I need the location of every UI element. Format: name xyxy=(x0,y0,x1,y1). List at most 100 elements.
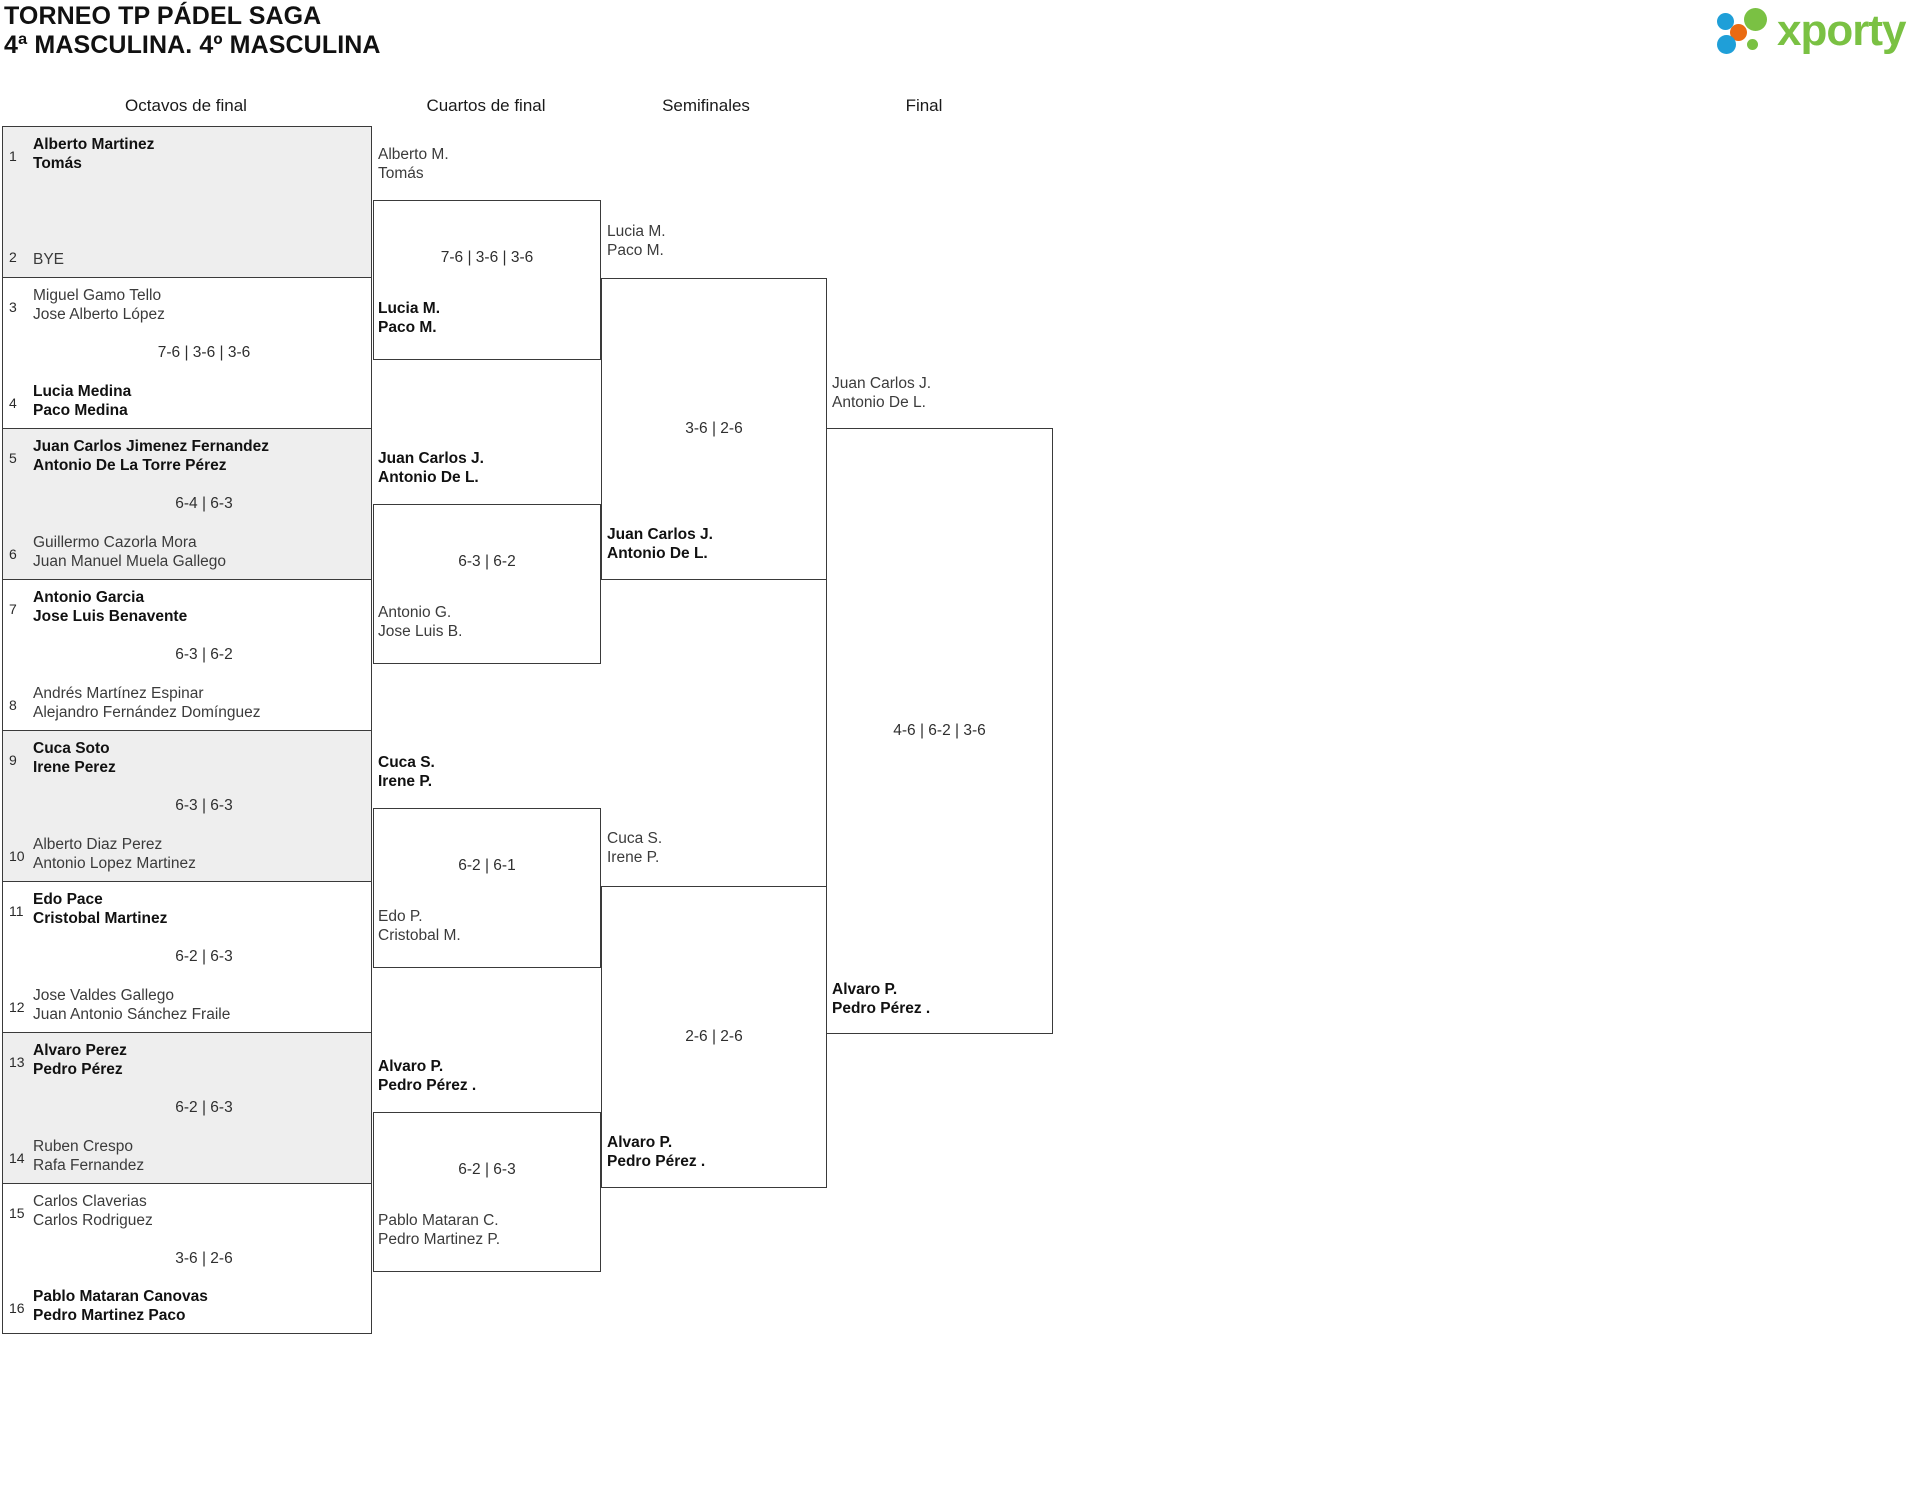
list-item[interactable]: Alberto M. Tomás xyxy=(378,145,449,183)
list-item[interactable]: Edo P. Cristobal M. xyxy=(378,907,461,945)
table-row[interactable]: 6-3 | 6-2 xyxy=(373,504,601,664)
seed-number: 14 xyxy=(9,1150,25,1166)
player-1: Alvaro P. xyxy=(832,981,898,998)
list-item[interactable]: 6 Guillermo Cazorla Mora Juan Manuel Mue… xyxy=(9,533,363,571)
list-item[interactable]: 15 Carlos Claverias Carlos Rodriguez xyxy=(9,1192,363,1230)
table-row[interactable]: 6-2 | 6-3 xyxy=(373,1112,601,1272)
player-1: Antonio G. xyxy=(378,604,452,621)
page-title: TORNEO TP PÁDEL SAGA 4ª MASCULINA. 4º MA… xyxy=(4,2,381,60)
player-2: Paco M. xyxy=(378,319,437,336)
seed-number: 12 xyxy=(9,999,25,1015)
team-names: Carlos Claverias Carlos Rodriguez xyxy=(33,1192,153,1230)
player-1: Alberto Diaz Perez xyxy=(33,836,163,853)
player-2: Alejandro Fernández Domínguez xyxy=(33,704,261,721)
player-2: Jose Alberto López xyxy=(33,306,165,323)
team-names: Alberto Diaz Perez Antonio Lopez Martine… xyxy=(33,835,196,873)
player-1: Alvaro Perez xyxy=(33,1042,127,1059)
round-header-semifinales: Semifinales xyxy=(662,96,750,115)
team-names: Cuca Soto Irene Perez xyxy=(33,739,116,777)
team-names: Alberto Martinez Tomás xyxy=(33,135,154,173)
table-row[interactable]: 2-6 | 2-6 xyxy=(601,886,827,1188)
list-item[interactable]: 12 Jose Valdes Gallego Juan Antonio Sánc… xyxy=(9,986,363,1024)
team-names: Lucia Medina Paco Medina xyxy=(33,382,131,420)
player-2: Tomás xyxy=(33,155,82,172)
list-item[interactable]: 14 Ruben Crespo Rafa Fernandez xyxy=(9,1137,363,1175)
seed-number: 6 xyxy=(9,546,17,562)
player-1: Pablo Mataran Canovas xyxy=(33,1288,208,1305)
table-row[interactable]: 13 Alvaro Perez Pedro Pérez 14 Ruben Cre… xyxy=(2,1032,372,1183)
list-item[interactable]: Juan Carlos J. Antonio De L. xyxy=(378,449,484,487)
list-item[interactable]: 13 Alvaro Perez Pedro Pérez xyxy=(9,1041,363,1079)
table-row[interactable]: 6-2 | 6-1 xyxy=(373,808,601,968)
list-item[interactable]: Alvaro P. Pedro Pérez . xyxy=(607,1133,705,1171)
player-1: Alvaro P. xyxy=(378,1058,444,1075)
list-item[interactable]: Lucia M. Paco M. xyxy=(607,222,666,260)
match-score: 7-6 | 3-6 | 3-6 xyxy=(440,248,534,266)
list-item[interactable]: Juan Carlos J. Antonio De L. xyxy=(607,525,713,563)
table-row[interactable]: 4-6 | 6-2 | 3-6 xyxy=(826,428,1053,1034)
list-item[interactable]: Cuca S. Irene P. xyxy=(378,753,435,791)
team-names: Juan Carlos Jimenez Fernandez Antonio De… xyxy=(33,437,269,475)
team-names: Miguel Gamo Tello Jose Alberto López xyxy=(33,286,165,324)
list-item[interactable]: 11 Edo Pace Cristobal Martinez xyxy=(9,890,363,928)
list-item[interactable]: 5 Juan Carlos Jimenez Fernandez Antonio … xyxy=(9,437,363,475)
round1-column: 1 Alberto Martinez Tomás 2 BYE 3 Miguel … xyxy=(2,126,372,1334)
player-2: Tomás xyxy=(378,165,424,182)
player-2: Irene Perez xyxy=(33,759,116,776)
list-item[interactable]: Cuca S. Irene P. xyxy=(607,829,662,867)
table-row[interactable]: 3 Miguel Gamo Tello Jose Alberto López 4… xyxy=(2,277,372,428)
list-item[interactable]: Juan Carlos J. Antonio De L. xyxy=(832,374,931,412)
table-row[interactable]: 15 Carlos Claverias Carlos Rodriguez 16 … xyxy=(2,1183,372,1334)
match-score: 4-6 | 6-2 | 3-6 xyxy=(893,722,986,739)
list-item[interactable]: 7 Antonio Garcia Jose Luis Benavente xyxy=(9,588,363,626)
champion-label[interactable]: Alvaro P. Pedro Pérez . xyxy=(832,980,930,1018)
team-names: Andrés Martínez Espinar Alejandro Fernán… xyxy=(33,684,260,722)
list-item[interactable]: 1 Alberto Martinez Tomás xyxy=(9,135,363,173)
player-1: Cuca Soto xyxy=(33,740,110,757)
team-names: Alvaro Perez Pedro Pérez xyxy=(33,1041,127,1079)
list-item[interactable]: Alvaro P. Pedro Pérez . xyxy=(378,1057,476,1095)
player-1: Miguel Gamo Tello xyxy=(33,287,162,304)
list-item[interactable]: 3 Miguel Gamo Tello Jose Alberto López xyxy=(9,286,363,324)
player-2: Pedro Pérez . xyxy=(378,1077,477,1094)
table-row[interactable]: 1 Alberto Martinez Tomás 2 BYE xyxy=(2,126,372,277)
team-names: Ruben Crespo Rafa Fernandez xyxy=(33,1137,144,1175)
list-item[interactable]: 4 Lucia Medina Paco Medina xyxy=(9,382,363,420)
player-2: Pedro Pérez xyxy=(33,1061,123,1078)
team-names: Jose Valdes Gallego Juan Antonio Sánchez… xyxy=(33,986,230,1024)
player-2: Irene P. xyxy=(378,773,433,790)
table-row[interactable]: 11 Edo Pace Cristobal Martinez 12 Jose V… xyxy=(2,881,372,1032)
table-row[interactable]: 7 Antonio Garcia Jose Luis Benavente 8 A… xyxy=(2,579,372,730)
list-item[interactable]: 2 BYE xyxy=(9,250,363,269)
list-item[interactable]: Lucia M. Paco M. xyxy=(378,299,440,337)
table-row[interactable]: 7-6 | 3-6 | 3-6 xyxy=(373,200,601,360)
player-1: Lucia M. xyxy=(378,300,441,317)
player-1: Guillermo Cazorla Mora xyxy=(33,534,197,551)
player-2: Antonio De L. xyxy=(607,545,708,562)
player-2: Antonio De La Torre Pérez xyxy=(33,457,227,474)
seed-number: 5 xyxy=(9,450,17,466)
player-2: Carlos Rodriguez xyxy=(33,1212,153,1229)
player-2: Rafa Fernandez xyxy=(33,1157,145,1174)
seed-number: 1 xyxy=(9,148,17,164)
player-2: Pedro Pérez . xyxy=(607,1153,706,1170)
list-item[interactable]: Pablo Mataran C. Pedro Martinez P. xyxy=(378,1211,500,1249)
bye-label: BYE xyxy=(33,251,65,268)
seed-number: 3 xyxy=(9,299,17,315)
table-row[interactable]: 9 Cuca Soto Irene Perez 10 Alberto Diaz … xyxy=(2,730,372,881)
table-row[interactable]: 5 Juan Carlos Jimenez Fernandez Antonio … xyxy=(2,428,372,579)
list-item[interactable]: 8 Andrés Martínez Espinar Alejandro Fern… xyxy=(9,684,363,722)
match-score: 3-6 | 2-6 xyxy=(685,420,743,437)
player-2: Paco M. xyxy=(607,242,664,259)
round-header-final: Final xyxy=(905,96,943,115)
player-1: Juan Carlos J. xyxy=(607,526,713,543)
player-1: Juan Carlos Jimenez Fernandez xyxy=(33,438,270,455)
seed-number: 7 xyxy=(9,601,17,617)
list-item[interactable]: 10 Alberto Diaz Perez Antonio Lopez Mart… xyxy=(9,835,363,873)
list-item[interactable]: 9 Cuca Soto Irene Perez xyxy=(9,739,363,777)
match-score: 6-2 | 6-3 xyxy=(175,948,233,965)
list-item[interactable]: 16 Pablo Mataran Canovas Pedro Martinez … xyxy=(9,1287,363,1325)
list-item[interactable]: Antonio G. Jose Luis B. xyxy=(378,603,462,641)
player-1: Lucia M. xyxy=(607,223,666,240)
